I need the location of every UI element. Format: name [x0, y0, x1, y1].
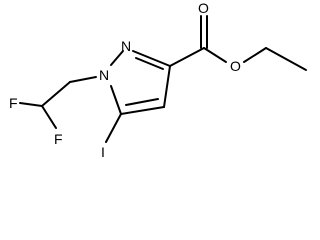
bond-f1-c1 [19, 102, 43, 107]
atom-iodine: I [101, 144, 105, 160]
bond-c4-c5-inner [125, 98, 159, 106]
bond-c5-n1 [110, 85, 122, 115]
atom-n1: N [99, 67, 109, 83]
atom-o-ester: O [230, 58, 241, 74]
bond-c3-c4 [163, 65, 171, 108]
bond-c2-n1 [69, 76, 97, 83]
bond-n2-c3-inner [135, 57, 164, 70]
atom-o-carbonyl: O [198, 0, 209, 16]
bond-c1-c2 [41, 81, 71, 107]
bond-c1-f2 [41, 105, 57, 129]
atom-f-bottom: F [54, 131, 63, 147]
bond-c5-i [105, 113, 122, 143]
bond-n2-c3 [132, 50, 171, 67]
bond-ch2-ch3 [265, 47, 307, 71]
atom-n2: N [121, 38, 131, 54]
bond-oester-ch2 [243, 47, 267, 63]
bonds [19, 15, 307, 143]
bond-c3-ccarbonyl [169, 47, 205, 67]
bond-c4-c5 [120, 106, 165, 115]
structure-canvas: F F N N I O O [9, 0, 307, 160]
atom-labels: F F N N I O O [9, 0, 241, 160]
molecule-diagram: F F N N I O O [9, 0, 307, 160]
bond-c-oester [203, 47, 227, 63]
atom-f-top: F [9, 95, 18, 111]
bond-n1-n2 [110, 50, 124, 66]
